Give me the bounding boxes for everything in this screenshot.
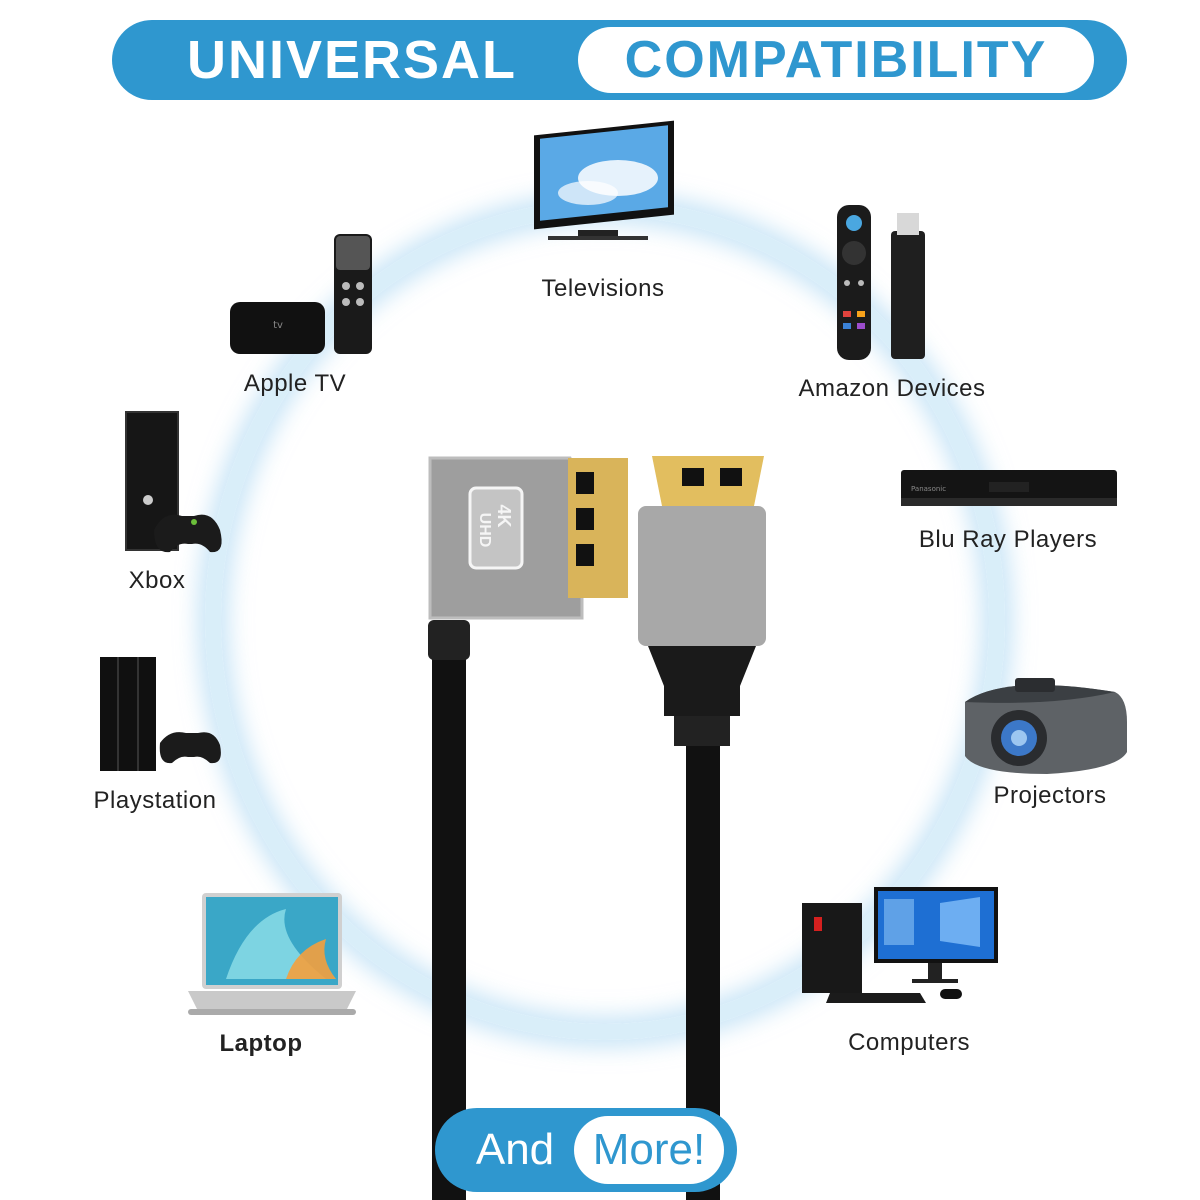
label-laptop: Laptop — [219, 1030, 303, 1057]
footer-left-text: And — [475, 1125, 555, 1174]
xbox-console-icon — [125, 411, 222, 553]
playstation-console-icon — [100, 657, 221, 771]
television-icon — [534, 120, 674, 240]
badge-bottom-text: UHD — [476, 513, 493, 548]
blu-ray-player-icon: Panasonic — [901, 470, 1117, 506]
label-projectors: Projectors — [993, 782, 1107, 809]
footer-right-text: More! — [574, 1116, 724, 1184]
label-televisions: Televisions — [541, 275, 665, 302]
hdmi-cable-illustration: 4K UHD — [428, 456, 766, 1200]
label-blu-ray-players: Blu Ray Players — [918, 526, 1098, 553]
laptop-icon — [188, 893, 356, 1015]
projector-icon — [965, 678, 1127, 774]
desktop-computer-icon — [802, 887, 998, 1003]
label-playstation: Playstation — [93, 787, 217, 814]
amazon-fire-stick-icon — [837, 205, 925, 360]
svg-text:Panasonic: Panasonic — [911, 485, 946, 493]
label-computers: Computers — [848, 1029, 970, 1056]
banner-left-text: UNIVERSAL — [186, 30, 518, 90]
label-apple-tv: Apple TV — [243, 370, 347, 397]
label-amazon-devices: Amazon Devices — [798, 375, 986, 402]
apple-tv-icon: tv — [230, 234, 372, 354]
badge-top-text: 4K — [494, 504, 514, 527]
svg-text:tv: tv — [273, 320, 283, 331]
label-xbox: Xbox — [128, 567, 186, 594]
banner-right-text: COMPATIBILITY — [578, 27, 1094, 93]
